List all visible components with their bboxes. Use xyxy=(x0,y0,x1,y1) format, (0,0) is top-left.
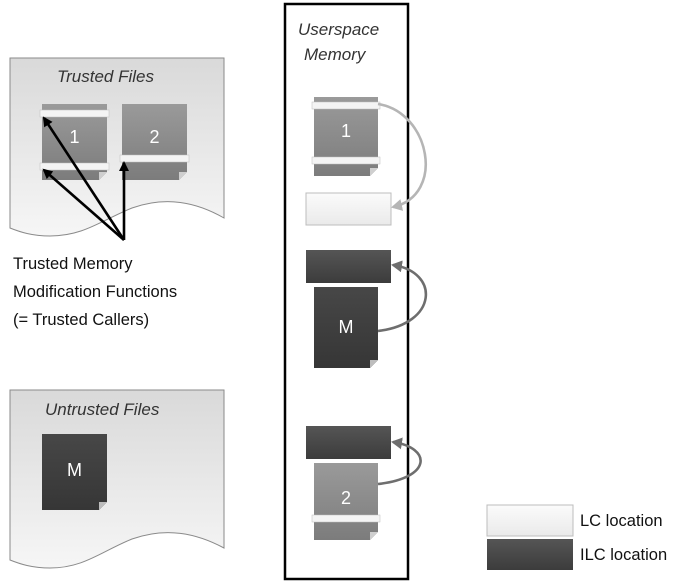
trusted-doc-2 xyxy=(119,104,190,180)
legend-lc-swatch xyxy=(486,504,574,537)
ilc-block-2 xyxy=(306,426,391,459)
functions-label-line1: Trusted Memory xyxy=(13,255,133,273)
trusted-caller-arrows xyxy=(42,116,129,241)
trusted-files-title: Trusted Files xyxy=(57,67,154,86)
ilc-block-m xyxy=(306,250,391,283)
trusted-doc-1-label: 1 xyxy=(69,127,80,147)
functions-label-line2: Modification Functions xyxy=(13,283,178,301)
untrusted-files-title: Untrusted Files xyxy=(45,400,160,419)
userspace-memory-title-line2: Memory xyxy=(304,45,366,64)
memory-doc-1-label: 1 xyxy=(340,121,351,141)
legend-ilc-label: ILC location xyxy=(580,546,668,564)
memory-doc-2 xyxy=(311,463,381,540)
functions-label-line3: (= Trusted Callers) xyxy=(13,311,150,329)
legend-lc-label: LC location xyxy=(580,512,663,530)
ilc-reference-arrow-2 xyxy=(377,437,422,486)
memory-doc-m xyxy=(314,287,378,368)
untrusted-doc-m-label: M xyxy=(67,460,82,480)
lc-location-block xyxy=(305,192,392,226)
memory-doc-m-label: M xyxy=(338,317,354,337)
memory-doc-2-label: 2 xyxy=(340,488,351,508)
untrusted-doc-m xyxy=(42,434,107,510)
userspace-memory-title-line1: Userspace xyxy=(298,20,380,39)
ilc-reference-arrow-m xyxy=(377,260,428,333)
legend-ilc-swatch xyxy=(487,539,573,570)
trusted-doc-2-label: 2 xyxy=(149,127,160,147)
lc-reference-arrow xyxy=(377,102,428,211)
